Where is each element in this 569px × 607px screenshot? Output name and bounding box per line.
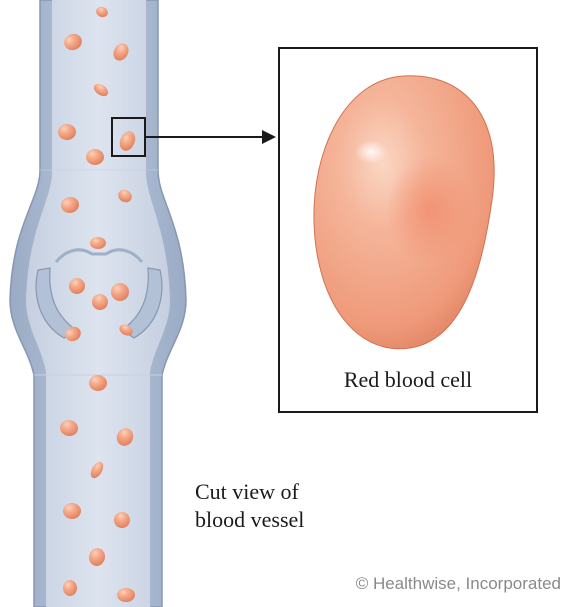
red-blood-cell: [90, 237, 106, 249]
red-blood-cell: [63, 580, 77, 596]
copyright-credit: © Healthwise, Incorporated: [356, 574, 561, 594]
vessel-caption-line-2: blood vessel: [195, 506, 304, 534]
red-blood-cell: [117, 588, 135, 602]
inset-caption: Red blood cell: [279, 367, 537, 393]
red-blood-cell: [58, 124, 76, 140]
red-blood-cell: [111, 283, 129, 301]
arrow-right-icon: [262, 130, 276, 144]
vessel-caption-line-1: Cut view of: [195, 478, 304, 506]
red-blood-cell: [86, 149, 104, 165]
red-blood-cell: [63, 503, 81, 519]
red-blood-cell: [89, 375, 107, 391]
vessel-caption: Cut view of blood vessel: [195, 478, 304, 534]
